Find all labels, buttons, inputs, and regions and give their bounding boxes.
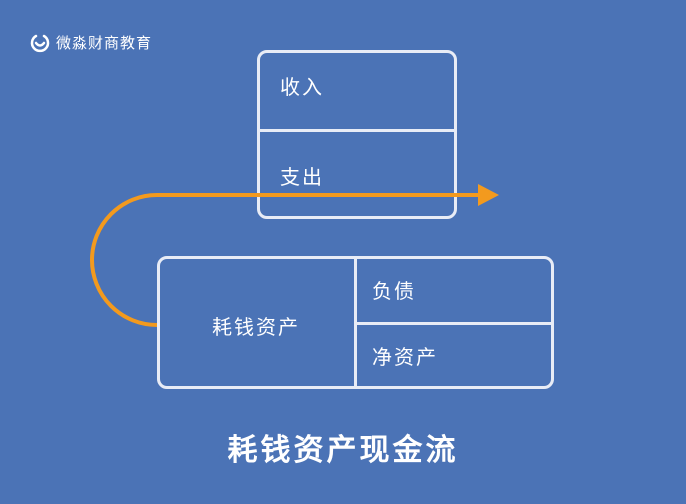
arrow-head-icon [478, 184, 499, 206]
logo-text: 微淼财商教育 [56, 34, 153, 52]
net-assets-label: 净资产 [372, 344, 438, 369]
divider [258, 129, 456, 132]
income-expense-box [257, 50, 457, 219]
divider [355, 322, 553, 325]
logo: 微淼财商教育 [30, 32, 152, 53]
page-title: 耗钱资产现金流 [227, 433, 459, 468]
money-consuming-assets-label: 耗钱资产 [212, 314, 300, 339]
liability-label: 负债 [372, 278, 416, 303]
logo-icon [30, 34, 50, 52]
income-label: 收入 [280, 74, 324, 99]
expense-label: 支出 [280, 164, 324, 189]
